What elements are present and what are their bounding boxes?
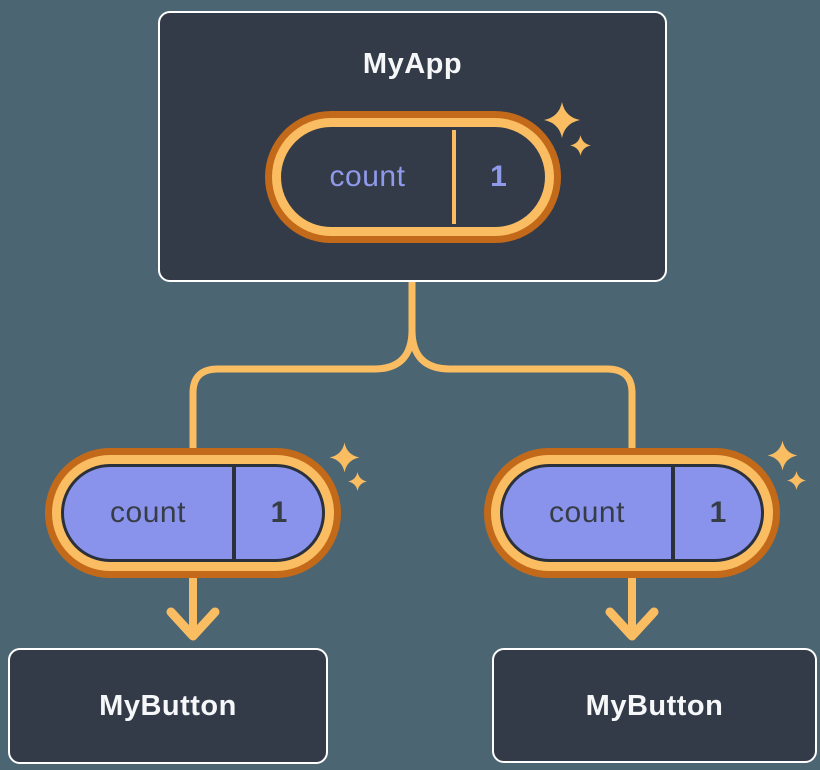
- component-title: MyButton: [99, 690, 237, 722]
- arrow-down-icon: [166, 607, 220, 641]
- state-name: count: [329, 160, 406, 193]
- state-pill: count 1: [264, 111, 561, 243]
- sparkle-icon: [767, 440, 798, 471]
- child-component-card: MyButton: [492, 648, 817, 763]
- state-divider: [232, 467, 236, 559]
- state-divider: [671, 467, 675, 559]
- sparkle-icon: [544, 102, 580, 138]
- state-name: count: [110, 496, 186, 529]
- state-value: 1: [490, 160, 507, 193]
- branch-line-left: [189, 279, 416, 456]
- sparkle-icon: [570, 135, 591, 156]
- arrow-down-icon: [605, 607, 659, 641]
- component-title: MyApp: [362, 48, 463, 80]
- state-value: 1: [709, 496, 727, 529]
- state-divider: [451, 130, 456, 224]
- component-title: MyButton: [585, 689, 724, 722]
- state-name: count: [549, 496, 625, 529]
- sparkle-icon: [348, 472, 367, 491]
- sparkle-icon: [329, 442, 360, 473]
- child-component-card: MyButton: [8, 648, 328, 764]
- sparkle-icon: [787, 471, 806, 490]
- branch-line-right: [408, 279, 636, 456]
- state-pill: count 1: [484, 448, 780, 578]
- state-value: 1: [270, 496, 288, 529]
- state-pill: count 1: [45, 448, 341, 578]
